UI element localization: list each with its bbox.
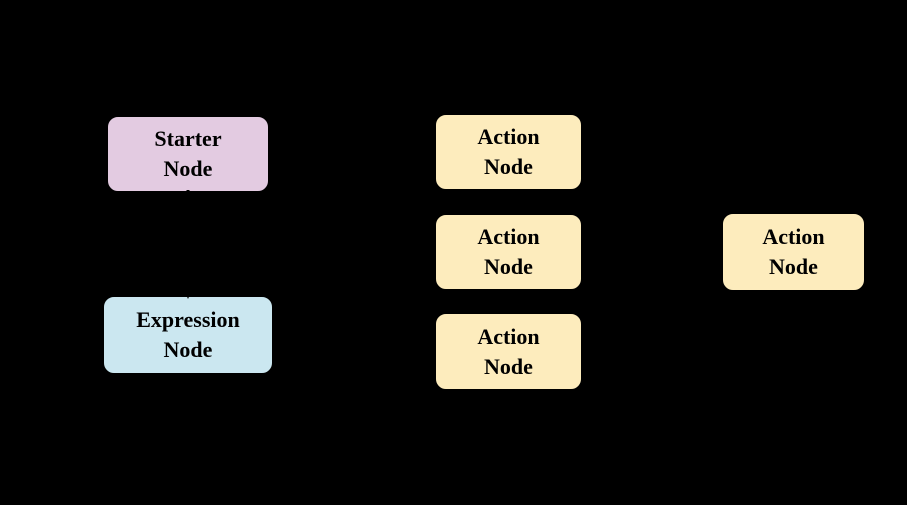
edge-expression-to-action-3 — [271, 334, 429, 354]
node-action-4-label-line2: Node — [769, 254, 818, 279]
node-expression: Expression Node — [102, 295, 274, 375]
node-action-2-label-line1: Action — [477, 224, 540, 249]
edge-action-1-to-action-4 — [580, 150, 716, 254]
arrowhead-action-3-left — [424, 348, 431, 356]
node-expression-label-line1: Expression — [136, 307, 240, 332]
edge-action-3-to-action-4 — [580, 250, 716, 354]
node-starter-label-line1: Starter — [154, 126, 222, 151]
node-action-3-label-line2: Node — [484, 353, 533, 379]
node-action-3-label-line1: Action — [477, 323, 540, 349]
node-action-1: Action Node — [434, 113, 583, 191]
arrowhead-action-4-left-a — [711, 248, 718, 256]
node-action-1-label-line2: Node — [484, 154, 533, 179]
node-action-4-label-line1: Action — [762, 224, 825, 249]
node-action-3: Action Node — [434, 312, 583, 391]
node-action-1-label-line1: Action — [477, 124, 540, 149]
node-starter-label-line2: Node — [163, 156, 213, 181]
node-action-2-label-line2: Node — [484, 254, 533, 279]
node-action-2: Action Node — [434, 213, 583, 291]
node-starter: Starter Node — [106, 115, 270, 193]
node-expression-label-line2: Node — [163, 337, 213, 362]
node-action-4: Action Node — [721, 212, 866, 292]
